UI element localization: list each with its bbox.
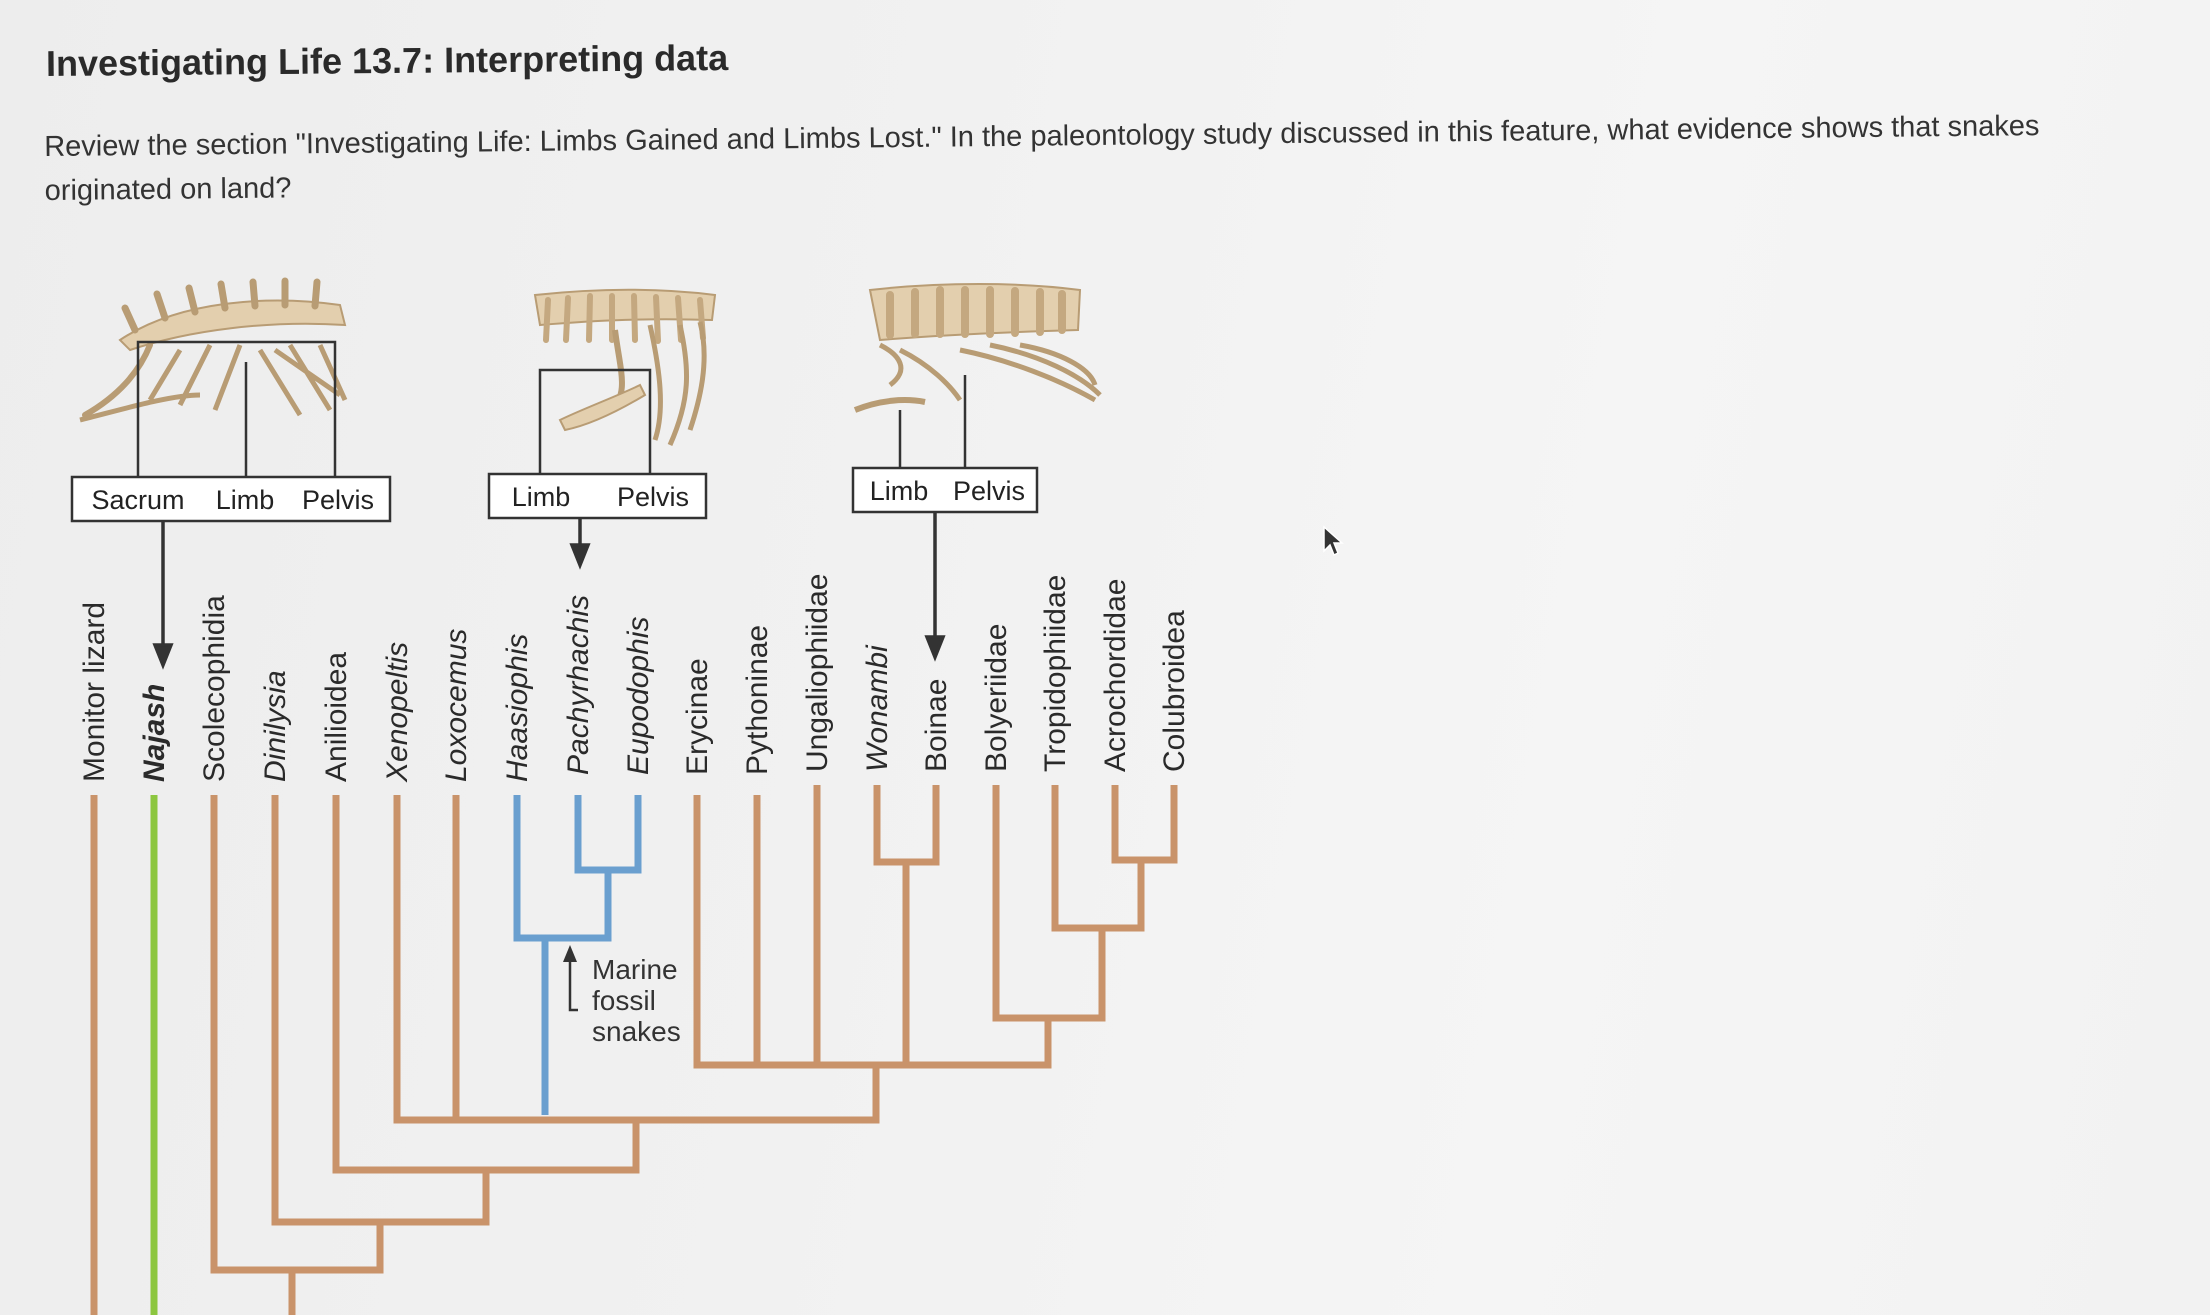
box1-label-sacrum: Sacrum [91, 485, 184, 515]
taxon-label-pythoninae: Pythoninae [741, 625, 774, 775]
label-box-1: Sacrum Limb Pelvis [70, 475, 392, 523]
tree-branches [90, 785, 1178, 1315]
branch-scolecophidia [210, 795, 384, 1274]
taxon-label-erycinae: Erycinae [681, 658, 714, 775]
box2-label-limb: Limb [512, 482, 571, 512]
marine-annotation: Marine fossil snakes [563, 945, 681, 1047]
taxon-label-scolecophidia: Scolecophidia [198, 595, 231, 782]
annotation-line-1: Marine [592, 954, 678, 985]
taxon-label-colubroidea: Colubroidea [1158, 610, 1191, 772]
branch-bolyeriidae [992, 785, 1106, 1022]
taxon-label-ungaliophiidae: Ungaliophiidae [801, 574, 834, 773]
box1-label-limb: Limb [216, 485, 275, 515]
taxon-label-xenopeltis: Xenopeltis [381, 642, 414, 783]
taxon-label-bolyeriidae: Bolyeriidae [980, 624, 1013, 772]
taxon-labels: Monitor lizard Najash Scolecophidia Dinilys… [78, 574, 1191, 784]
branch-wonambi-boinae [873, 785, 940, 866]
taxon-label-eupodophis: Eupodophis [622, 617, 655, 775]
fossil-sketch-najash [79, 277, 348, 423]
annotation-line-2: fossil [592, 985, 656, 1016]
box3-label-limb: Limb [870, 476, 929, 506]
label-box-3: Limb Pelvis [851, 466, 1039, 514]
taxon-label-dinilysia: Dinilysia [259, 670, 292, 782]
taxon-label-monitor-lizard: Monitor lizard [78, 602, 111, 782]
branch-tropidophiidae [1051, 785, 1145, 932]
branch-anilioidea [332, 795, 640, 1174]
box-connectors [136, 340, 967, 477]
taxon-label-boinae: Boinae [920, 679, 953, 772]
taxon-label-tropidophiidae: Tropidophiidae [1039, 575, 1072, 772]
fossil-sketch-pachyrhachis [533, 288, 717, 447]
taxon-label-haasiophis: Haasiophis [501, 634, 534, 782]
branch-acro-colubro [1111, 785, 1178, 864]
branch-pachy-eupodo [574, 795, 642, 874]
branch-haasiophis [513, 795, 612, 942]
branch-erycinae [693, 795, 1052, 1069]
branch-dinilysia [271, 795, 490, 1226]
taxon-label-acrochordidae: Acrochordidae [1099, 579, 1132, 772]
box1-label-pelvis: Pelvis [302, 485, 374, 515]
taxon-label-loxocemus: Loxocemus [440, 629, 473, 782]
mouse-cursor-icon [1323, 525, 1344, 557]
box-arrows [152, 513, 946, 670]
taxon-label-wonambi: Wonambi [861, 644, 894, 772]
box2-label-pelvis: Pelvis [617, 482, 689, 512]
taxon-label-anilioidea: Anilioidea [320, 652, 353, 782]
taxon-label-najash: Najash [138, 684, 171, 782]
label-box-2: Limb Pelvis [487, 472, 708, 520]
box3-label-pelvis: Pelvis [953, 476, 1025, 506]
annotation-line-3: snakes [592, 1016, 681, 1047]
branch-xenopeltis [393, 795, 880, 1124]
fossil-sketch-wonambi [853, 283, 1102, 413]
taxon-label-pachyrhachis: Pachyrhachis [562, 595, 595, 775]
